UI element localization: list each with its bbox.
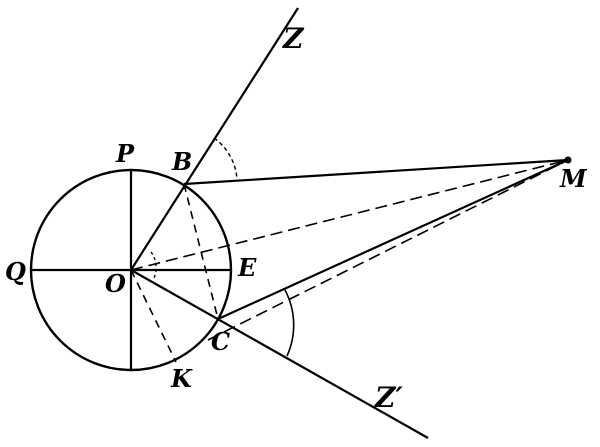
label-O: O (105, 269, 126, 298)
label-K: K (170, 364, 193, 393)
line-CM (217, 158, 569, 321)
label-C: C (211, 327, 230, 356)
angle-arc-at-C (284, 289, 295, 357)
label-B: B (171, 147, 192, 176)
label-Z: Z (282, 22, 305, 55)
line-BM (183, 158, 569, 186)
line-OZprime (130, 269, 429, 439)
label-P: P (115, 139, 135, 168)
dashed-OK (130, 269, 177, 363)
label-E: E (237, 253, 257, 282)
dashed-line-to-M (207, 159, 569, 341)
label-Q: Q (5, 257, 26, 286)
point-M (564, 156, 572, 164)
dashed-BC (183, 183, 219, 320)
dashed-OM (130, 159, 569, 271)
angle-arc-at-B (213, 137, 238, 181)
angle-arc-at-O (150, 251, 157, 279)
label-M: M (559, 164, 588, 193)
label-Zprime: Z′ (374, 381, 403, 414)
